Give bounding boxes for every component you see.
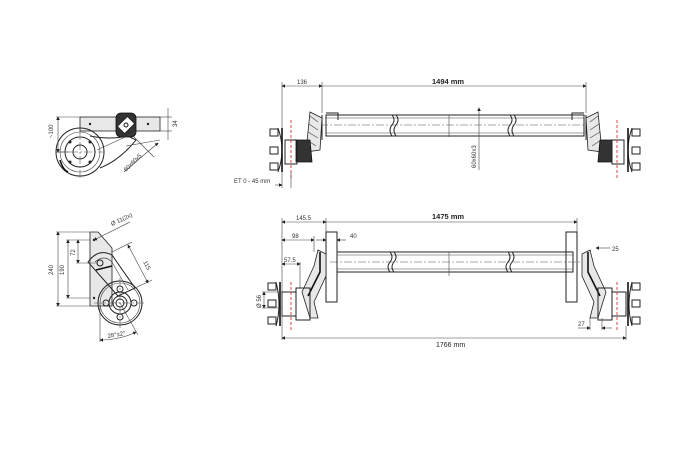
dim-bracket-offset: 145.5 [296,216,312,222]
dim-arm-length: 115 [141,260,151,272]
dim-tube-section: 60x60x3 [472,145,478,168]
dim-beam-length: 1494 mm [432,77,464,86]
dim-bracket-width: 40 [350,234,357,240]
side-view-top: ~100 34 60x60x5 [49,108,179,178]
dim-right-arm-offset: 27 [578,322,585,328]
side-view-bottom: 240 190 72 Ø 11(2x) 115 28°±2° [49,213,153,342]
dim-upper-offset: 72 [71,249,77,256]
dim-right-bracket-offset: 25 [612,247,619,253]
dim-hub-offset: 136 [297,80,308,86]
dim-bracket-span: 1475 mm [432,212,464,221]
top-view: 136 1494 mm 60x60x3 ET 0 - 45 mm [234,77,641,188]
dim-inner-height: 190 [60,264,66,275]
front-view: 145.5 1475 mm 98 40 57.5 Ø 56 25 27 1766… [257,212,641,349]
dim-offset: 34 [173,120,179,127]
dim-square-tube: 60x60x5 [123,153,144,174]
dim-hub-diameter: Ø 56 [257,294,263,308]
dim-angle: 28°±2° [107,331,126,340]
dim-hub-offset-front: 57.5 [284,258,296,264]
dim-arm-offset: 98 [292,234,299,240]
dim-et-range: ET 0 - 45 mm [234,179,270,185]
dim-hole: Ø 11(2x) [110,213,133,228]
dim-total-height: 240 [49,264,55,275]
dim-overall-width: 1766 mm [436,342,465,349]
dim-height-approx: ~100 [49,124,55,138]
